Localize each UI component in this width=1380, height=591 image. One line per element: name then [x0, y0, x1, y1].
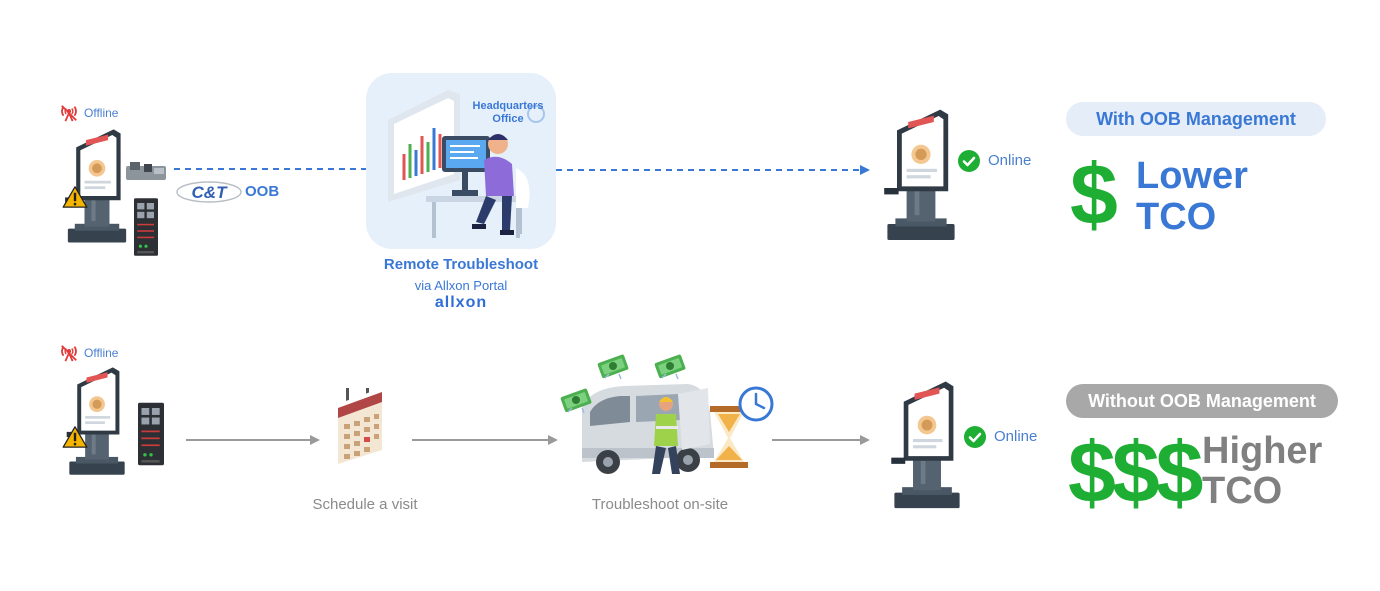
calendar-icon — [338, 388, 382, 464]
service-van-icon — [582, 384, 774, 474]
dashed-connector-right — [556, 165, 870, 175]
kiosk-offline-icon — [62, 366, 132, 478]
hq-title: Headquarters Office — [472, 100, 544, 125]
dashed-connector-left — [174, 168, 366, 170]
online-label: Online — [994, 428, 1038, 445]
tco-lower-line1: Lower — [1136, 155, 1248, 197]
warning-icon — [62, 186, 88, 208]
ct-logo: C&T — [176, 181, 242, 203]
tco-higher-line1: Higher — [1202, 430, 1323, 472]
offline-label: Offline — [84, 106, 119, 120]
oob-label: OOB — [245, 183, 280, 200]
money-icon — [560, 386, 594, 416]
arrow-to-schedule — [186, 435, 320, 445]
headquarters-illustration — [388, 90, 545, 238]
with-oob-pill: With OOB Management — [1066, 102, 1326, 136]
remote-troubleshoot-title: Remote Troubleshoot — [383, 256, 539, 273]
allxon-logo: allxon — [434, 294, 488, 311]
online-label: Online — [988, 152, 1032, 169]
tco-higher-line2: TCO — [1202, 470, 1283, 512]
arrow-to-online — [772, 435, 870, 445]
remote-troubleshoot-subtitle: via Allxon Portal — [414, 278, 508, 293]
check-icon — [958, 150, 980, 172]
kiosk-online-icon — [884, 380, 970, 512]
without-oob-pill: Without OOB Management — [1066, 384, 1338, 418]
offline-label: Offline — [84, 346, 119, 360]
dollar-sign-lower: $ — [1070, 147, 1118, 243]
embedded-board-icon — [126, 162, 166, 180]
money-icon — [654, 352, 688, 382]
offline-icon — [60, 343, 78, 363]
kiosk-online-icon — [878, 108, 964, 244]
ct-logo-text: C&T — [192, 183, 229, 202]
schedule-visit-caption: Schedule a visit — [312, 496, 418, 513]
warning-icon — [62, 426, 88, 448]
router-device-icon — [138, 398, 164, 470]
money-icon — [597, 352, 631, 382]
troubleshoot-onsite-caption: Troubleshoot on-site — [591, 496, 729, 513]
arrow-to-onsite — [412, 435, 558, 445]
router-device-icon — [134, 192, 158, 262]
dollar-sign-higher: $$$ — [1068, 425, 1203, 521]
check-icon — [964, 426, 986, 448]
tco-lower-line2: TCO — [1136, 196, 1217, 238]
offline-icon — [60, 103, 78, 123]
